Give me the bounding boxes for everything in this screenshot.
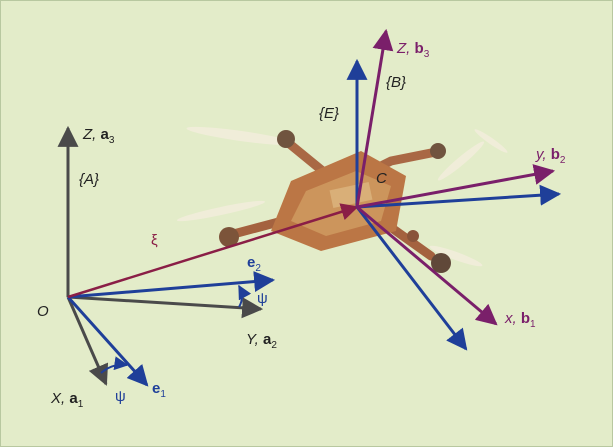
inertial-y-axis bbox=[67, 295, 264, 319]
inertial-x-label: X, a1 bbox=[50, 390, 84, 410]
inertial-z-label: Z, a3 bbox=[82, 126, 115, 146]
yaw-angle-label-x: ψ bbox=[115, 388, 126, 405]
intermediate-frame-label: {E} bbox=[319, 105, 339, 122]
intermediate-x-axis bbox=[355, 206, 468, 351]
inertial-y-label: Y, a2 bbox=[246, 331, 277, 351]
yaw-angle-label-y: ψ bbox=[257, 290, 268, 307]
e1-axis bbox=[66, 295, 149, 387]
intermediate-y-axis bbox=[356, 184, 562, 209]
body-y-label: y, b2 bbox=[535, 146, 566, 166]
position-vector-label: ξ bbox=[151, 232, 158, 249]
yaw-arc-y bbox=[238, 284, 252, 308]
e1-label: e1 bbox=[152, 380, 166, 400]
body-frame-label: {B} bbox=[386, 74, 406, 91]
e2-axis bbox=[67, 271, 276, 299]
body-z-axis bbox=[355, 28, 394, 208]
inertial-x-axis bbox=[66, 296, 109, 386]
e2-label: e2 bbox=[247, 254, 261, 274]
body-x-label: x, b1 bbox=[504, 310, 536, 330]
origin-label: O bbox=[37, 303, 49, 320]
body-x-axis bbox=[356, 205, 498, 326]
inertial-frame-label: {A} bbox=[79, 171, 99, 188]
center-label: C bbox=[376, 170, 387, 187]
body-y-axis bbox=[356, 164, 556, 209]
body-z-label: Z, b3 bbox=[396, 40, 430, 60]
yaw-arc-x bbox=[100, 356, 129, 374]
position-vector-xi bbox=[67, 203, 359, 299]
